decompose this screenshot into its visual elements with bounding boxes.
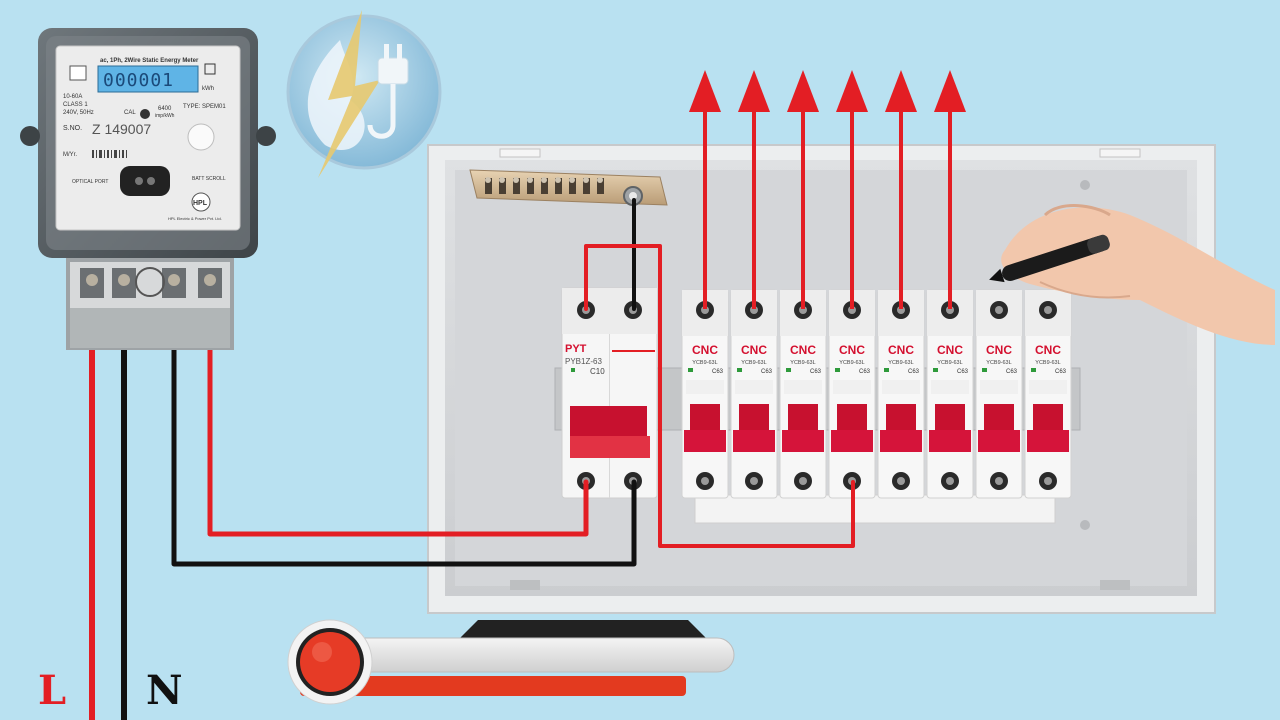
meter-serial: Z 149007: [92, 121, 151, 137]
live-wire-breaker-to-mcb: [584, 244, 855, 548]
hand-with-marker: [989, 204, 1275, 345]
main-breaker-model: PYB1Z-63: [565, 357, 602, 366]
meter-class: CLASS 1: [63, 102, 88, 108]
energy-meter: ac, 1Ph, 2Wire Static Energy Meter 00000…: [20, 28, 276, 350]
mcb-model: YCB9-63L: [790, 360, 815, 366]
mcb-model: YCB9-63L: [888, 360, 913, 366]
output-arrow: [885, 70, 917, 309]
mcb-model: YCB9-63L: [839, 360, 864, 366]
mcb-brand: CNC: [1035, 343, 1061, 357]
mcb-rating: C63: [908, 369, 920, 375]
line-label: L: [38, 667, 66, 714]
meter-maker: HPL Electric & Power Pvt. Ltd.: [168, 216, 222, 221]
meter-title: ac, 1Ph, 2Wire Static Energy Meter: [100, 58, 199, 64]
flame-lightning-plug-logo: [286, 10, 442, 178]
meter-rating: 10-60A: [63, 94, 82, 100]
mcb-model: YCB9-63L: [741, 360, 766, 366]
main-breaker-rating: C10: [590, 367, 605, 376]
mcb-rating: C63: [712, 369, 724, 375]
live-wire-meter-to-breaker: [207, 297, 589, 537]
mcb-rating: C63: [761, 369, 773, 375]
mcb-brand: CNC: [888, 343, 914, 357]
mcb-handle[interactable]: [788, 404, 818, 430]
mcb-brand: CNC: [741, 343, 767, 357]
meter-cal-label: CAL: [124, 110, 136, 116]
meter-batt-label: BATT SCROLL: [192, 176, 226, 182]
mcb-6[interactable]: CNC YCB9-63L C63: [926, 289, 974, 499]
mcb-handle[interactable]: [837, 404, 867, 430]
mcb-handle[interactable]: [739, 404, 769, 430]
output-arrows: [689, 70, 966, 309]
mcb-rating: C63: [1055, 369, 1067, 375]
output-arrow: [836, 70, 868, 309]
mcb-rating: C63: [810, 369, 822, 375]
meter-myr-label: M/Yr.: [63, 152, 77, 158]
meter-type: TYPE: SPEM01: [183, 104, 226, 110]
output-arrow: [934, 70, 966, 309]
meter-brand: HPL: [193, 200, 208, 207]
mcb-2[interactable]: CNC YCB9-63L C63: [730, 289, 778, 499]
neutral-wire-meter-to-breaker: [171, 297, 637, 567]
meter-optical-label: OPTICAL PORT: [72, 179, 108, 185]
meter-cal-value: 6400: [158, 106, 172, 112]
main-breaker-brand: PYT: [565, 343, 587, 355]
mcb-handle[interactable]: [984, 404, 1014, 430]
output-arrow: [738, 70, 770, 309]
output-arrow: [689, 70, 721, 309]
neutral-bus-bar: [469, 169, 668, 206]
meter-voltage: 240V, 50Hz: [63, 110, 94, 116]
progress-slider[interactable]: [287, 619, 735, 705]
wires: [89, 198, 855, 720]
mcb-8[interactable]: CNC YCB9-63L C63: [1024, 289, 1072, 499]
mcb-brand: CNC: [839, 343, 865, 357]
progress-slider-fill: [300, 676, 686, 696]
mcb-handle[interactable]: [886, 404, 916, 430]
meter-sno-label: S.NO.: [63, 125, 82, 132]
mcb-model: YCB9-63L: [1035, 360, 1060, 366]
mcb-handle[interactable]: [935, 404, 965, 430]
mcb-4[interactable]: CNC YCB9-63L C63: [828, 289, 876, 499]
mcb-model: YCB9-63L: [937, 360, 962, 366]
mcb-5[interactable]: CNC YCB9-63L C63: [877, 289, 925, 499]
main-breaker: PYT PYB1Z-63 C10: [561, 287, 658, 499]
mcb-3[interactable]: CNC YCB9-63L C63: [779, 289, 827, 499]
mcb-rating: C63: [1006, 369, 1018, 375]
mcb-brand: CNC: [692, 343, 718, 357]
neutral-label: N: [146, 667, 183, 714]
meter-display-unit: kWh: [202, 86, 214, 92]
mcb-handle[interactable]: [690, 404, 720, 430]
mcb-rating: C63: [957, 369, 969, 375]
mcb-brand: CNC: [790, 343, 816, 357]
mcb-handle[interactable]: [1033, 404, 1063, 430]
mcb-brand: CNC: [937, 343, 963, 357]
mcb-brand: CNC: [986, 343, 1012, 357]
mcb-rating: C63: [859, 369, 871, 375]
mcb-model: YCB9-63L: [986, 360, 1011, 366]
mcb-7[interactable]: CNC YCB9-63L C63: [975, 289, 1023, 499]
mcb-model: YCB9-63L: [692, 360, 717, 366]
meter-cal-unit: imp/kWh: [155, 113, 175, 119]
meter-display: 000001: [103, 70, 174, 91]
output-arrow: [787, 70, 819, 309]
mcb-1[interactable]: CNC YCB9-63L C63: [681, 289, 729, 499]
